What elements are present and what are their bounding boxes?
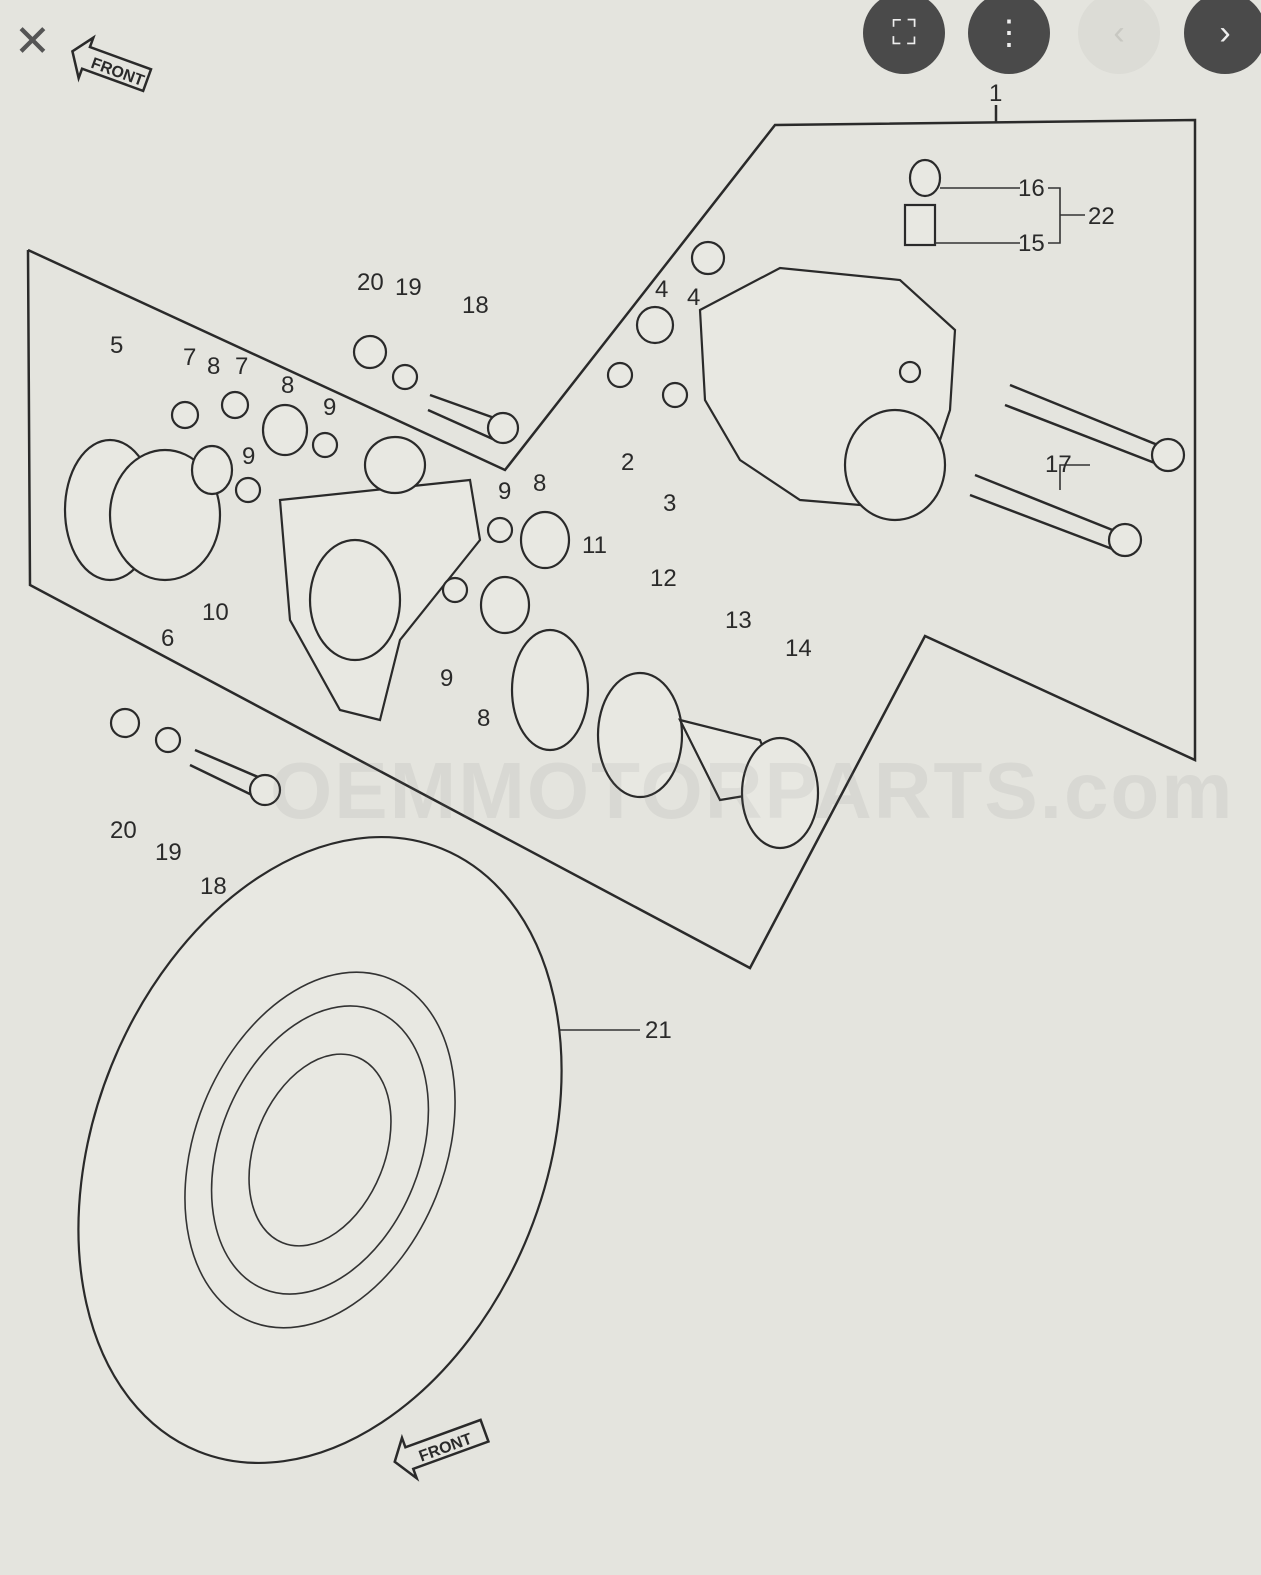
callout: 2 — [621, 449, 634, 476]
assembly-frame — [26, 118, 1197, 970]
watermark: OEMMOTORPARTS.com — [270, 746, 1235, 835]
callout: 10 — [202, 599, 229, 626]
callout: 4 — [655, 276, 668, 303]
callout: 20 — [357, 269, 384, 296]
callout: 18 — [200, 873, 227, 900]
callout: 22 — [1088, 203, 1115, 230]
callout: 8 — [533, 470, 546, 497]
callout: 9 — [440, 665, 453, 692]
callout: 21 — [645, 1017, 672, 1044]
front-arrow-bottom: FRONT — [393, 1418, 491, 1482]
callout: 20 — [110, 817, 137, 844]
front-label-top: FRONT — [89, 55, 147, 90]
next-button[interactable]: › — [1184, 0, 1261, 74]
callout: 16 — [1018, 175, 1045, 202]
callout: 17 — [1045, 451, 1072, 478]
chevron-right-icon: › — [1219, 13, 1231, 52]
more-vert-icon: ⋮ — [992, 14, 1026, 52]
callout: 7 — [183, 344, 196, 371]
callout: 8 — [281, 372, 294, 399]
callout: 12 — [650, 565, 677, 592]
callout: 9 — [242, 443, 255, 470]
callout: 6 — [161, 625, 174, 652]
bleeder-screw — [903, 203, 937, 247]
callout: 14 — [785, 635, 812, 662]
callout-labels: 1 16 15 22 4 4 2 3 17 20 19 18 5 7 8 7 8… — [110, 80, 1115, 1044]
front-arrow-top: FRONT — [70, 34, 153, 93]
callout: 8 — [207, 353, 220, 380]
callout: 7 — [235, 353, 248, 380]
callout: 15 — [1018, 230, 1045, 257]
callout: 19 — [155, 839, 182, 866]
brake-disc — [77, 835, 563, 1465]
callout: 3 — [663, 490, 676, 517]
caliper-port — [898, 360, 922, 384]
more-options-button[interactable]: ⋮ — [968, 0, 1050, 74]
front-label-bottom: FRONT — [417, 1431, 475, 1466]
callout: 19 — [395, 274, 422, 301]
callout: 8 — [477, 705, 490, 732]
bleeder-cap — [908, 158, 942, 198]
chevron-left-icon: ‹ — [1113, 13, 1125, 52]
close-icon[interactable]: ✕ — [14, 17, 51, 66]
lens-button[interactable]: ⛶ — [863, 0, 945, 74]
caliper-piston-bore — [843, 408, 947, 522]
callout: 18 — [462, 292, 489, 319]
brake-pad-6 — [108, 448, 222, 582]
callout: 9 — [323, 394, 336, 421]
callout: 1 — [989, 80, 1002, 107]
callout: 9 — [498, 478, 511, 505]
previous-button[interactable]: ‹ — [1078, 0, 1160, 74]
callout: 4 — [687, 284, 700, 311]
callout: 13 — [725, 607, 752, 634]
callout: 5 — [110, 332, 123, 359]
callout: 11 — [582, 532, 607, 559]
lens-icon: ⛶ — [892, 13, 916, 52]
